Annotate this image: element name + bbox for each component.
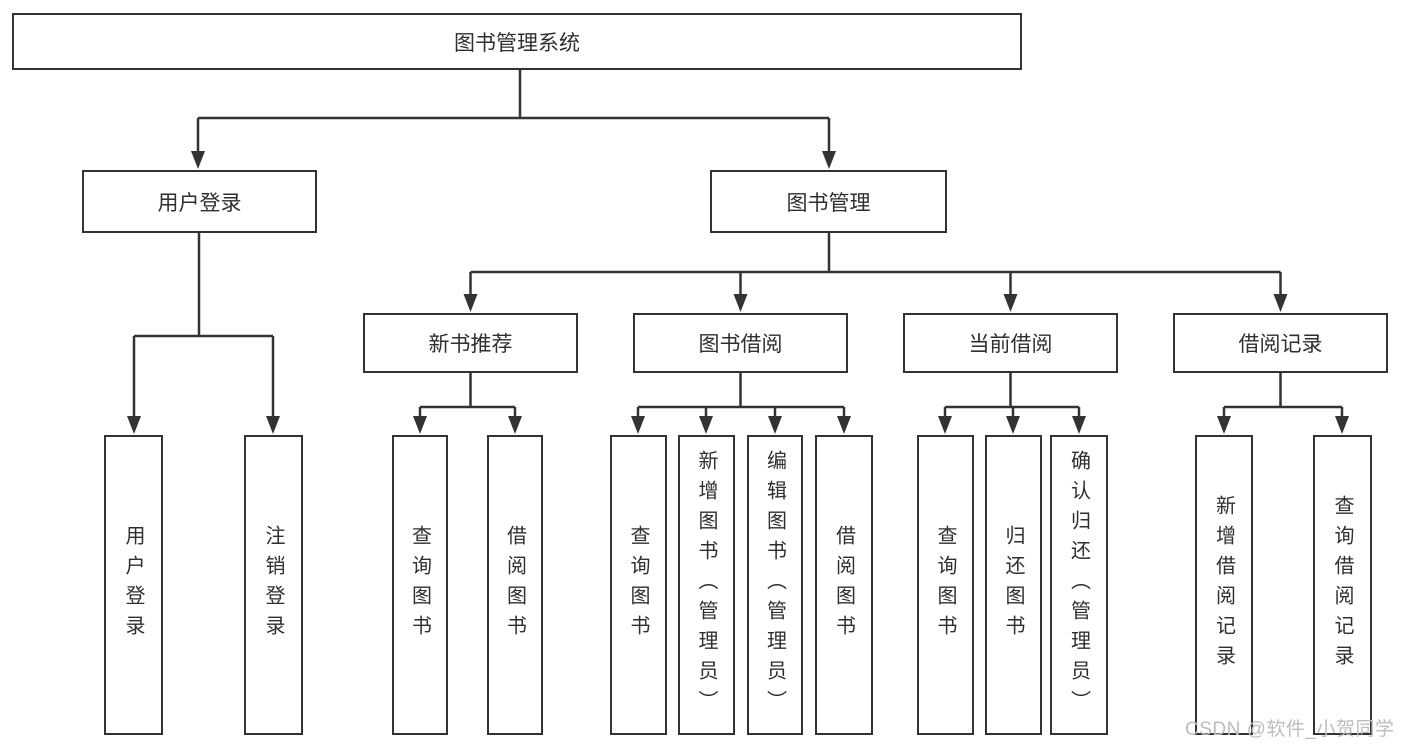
node-label: 新增借阅记录: [1212, 495, 1235, 675]
leaf-user-login: 用户登录: [104, 435, 163, 735]
leaf-add-borrow-record: 新增借阅记录: [1195, 435, 1253, 735]
leaf-logout: 注销登录: [244, 435, 303, 735]
node-book-management: 图书管理: [710, 170, 947, 233]
node-user-login: 用户登录: [82, 170, 317, 233]
node-label: 查询借阅记录: [1331, 495, 1353, 675]
watermark: CSDN @软件_小贺同学: [1185, 719, 1395, 740]
node-current-borrowing: 当前借阅: [903, 313, 1118, 373]
connector-borrowing-records-branch: [1217, 373, 1349, 434]
node-label: 图书借阅: [698, 333, 783, 356]
leaf-confirm-return-admin: 确认归还（管理员）: [1050, 435, 1108, 735]
leaf-query-borrow-record: 查询借阅记录: [1313, 435, 1372, 735]
leaf-add-books-admin: 新增图书（管理员）: [678, 435, 735, 735]
connector-book-borrowing-branch: [631, 373, 851, 434]
node-book-borrowing: 图书借阅: [633, 313, 848, 373]
node-label: 当前借阅: [968, 333, 1053, 356]
connector-user-login-branch: [127, 233, 280, 434]
leaf-borrow-books-borrowing: 借阅图书: [815, 435, 873, 735]
node-library-management-system: 图书管理系统: [12, 13, 1022, 70]
leaf-edit-books-admin: 编辑图书（管理员）: [747, 435, 803, 735]
leaf-query-books-current: 查询图书: [917, 435, 974, 735]
node-label: 图书管理: [786, 191, 871, 215]
node-borrowing-records: 借阅记录: [1173, 313, 1388, 373]
node-label: 注销登录: [262, 525, 284, 645]
node-label: 查询图书: [408, 525, 431, 645]
connector-current-borrowing-branch: [938, 373, 1086, 434]
node-label: 新书推荐: [428, 333, 513, 356]
leaf-return-books: 归还图书: [985, 435, 1042, 735]
node-label: 查询图书: [627, 525, 649, 645]
node-label: 归还图书: [1002, 525, 1024, 645]
node-label: 借阅图书: [503, 525, 526, 645]
node-label: 查询图书: [934, 525, 956, 645]
node-label: 新增图书（管理员）: [695, 450, 717, 720]
leaf-query-books-recommend: 查询图书: [392, 435, 448, 735]
node-label: 用户登录: [157, 191, 242, 215]
node-new-book-recommendation: 新书推荐: [363, 313, 578, 373]
node-label: 借阅记录: [1238, 333, 1323, 356]
node-label: 用户登录: [122, 525, 144, 645]
node-label: 确认归还（管理员）: [1067, 450, 1090, 720]
node-label: 借阅图书: [832, 525, 855, 645]
node-label: 编辑图书（管理员）: [763, 450, 786, 720]
connector-new-book-branch: [413, 373, 522, 434]
connector-root-to-level2: [191, 70, 836, 169]
leaf-borrow-books-recommend: 借阅图书: [487, 435, 543, 735]
node-label: 图书管理系统: [454, 31, 580, 55]
leaf-query-books-borrowing: 查询图书: [610, 435, 667, 735]
connector-book-management-branch: [463, 233, 1288, 312]
